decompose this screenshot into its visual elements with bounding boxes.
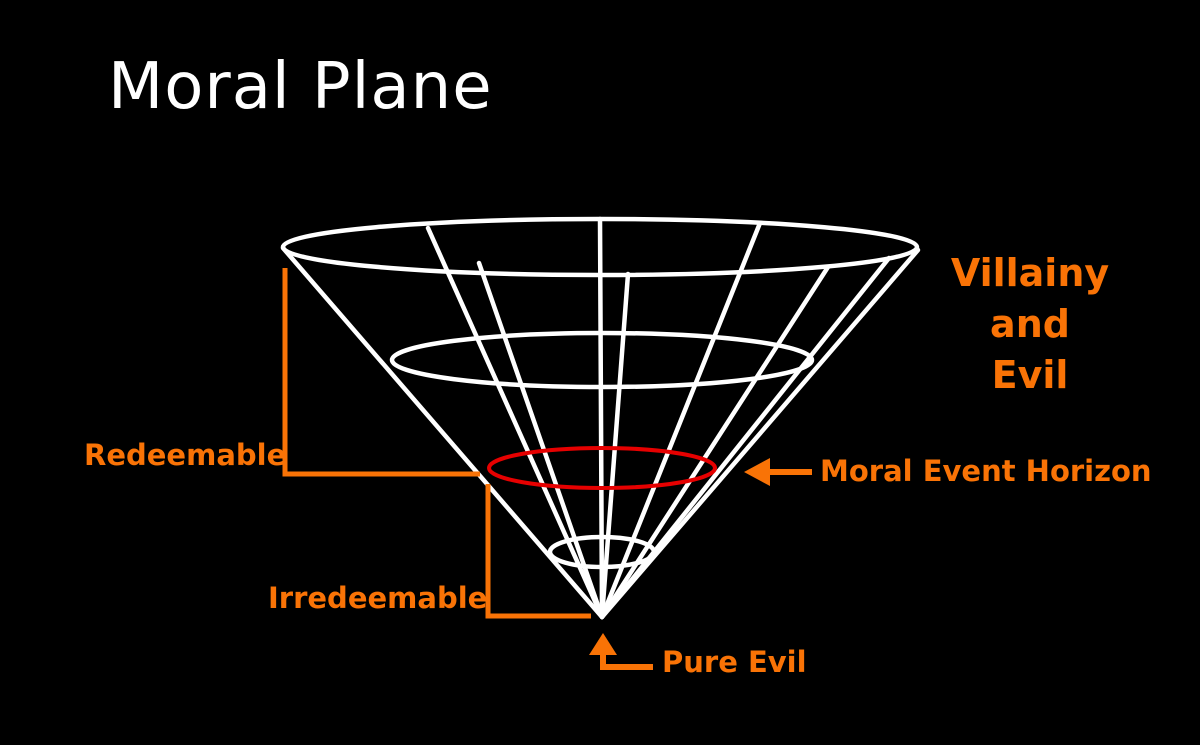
redeemable-bracket <box>282 268 480 477</box>
irredeemable-label: Irredeemable <box>268 581 488 615</box>
pure-evil-arrow <box>589 633 653 670</box>
funnel-top-rim <box>280 216 920 278</box>
arrow-head-up-icon <box>589 633 617 655</box>
villainy-and-evil-label: Villainy and Evil <box>930 248 1130 401</box>
funnel-wireframe <box>280 216 921 620</box>
funnel-rib <box>599 264 831 620</box>
irredeemable-bracket <box>485 484 591 619</box>
funnel-edge-left <box>280 245 605 620</box>
redeemable-label: Redeemable <box>84 438 287 472</box>
funnel-rib <box>599 220 763 620</box>
funnel-rib <box>476 260 605 620</box>
funnel-rib <box>425 225 605 620</box>
villainy-line: and <box>990 302 1070 346</box>
funnel-middle-ring <box>389 330 815 390</box>
funnel-edge-right <box>599 247 921 620</box>
funnel-rib <box>597 216 605 620</box>
funnel-lower-ring <box>547 534 657 570</box>
moral-event-horizon-label: Moral Event Horizon <box>820 454 1152 488</box>
funnel-rib <box>599 255 892 620</box>
arrow-head-left-icon <box>744 458 770 486</box>
moral-event-horizon-arrow <box>744 458 812 486</box>
villainy-line: Evil <box>991 353 1069 397</box>
villainy-line: Villainy <box>950 251 1110 295</box>
arrow-shaft <box>600 651 653 670</box>
page-title: Moral Plane <box>108 50 493 124</box>
moral-event-horizon-ring <box>487 446 717 490</box>
pure-evil-label: Pure Evil <box>662 645 807 679</box>
